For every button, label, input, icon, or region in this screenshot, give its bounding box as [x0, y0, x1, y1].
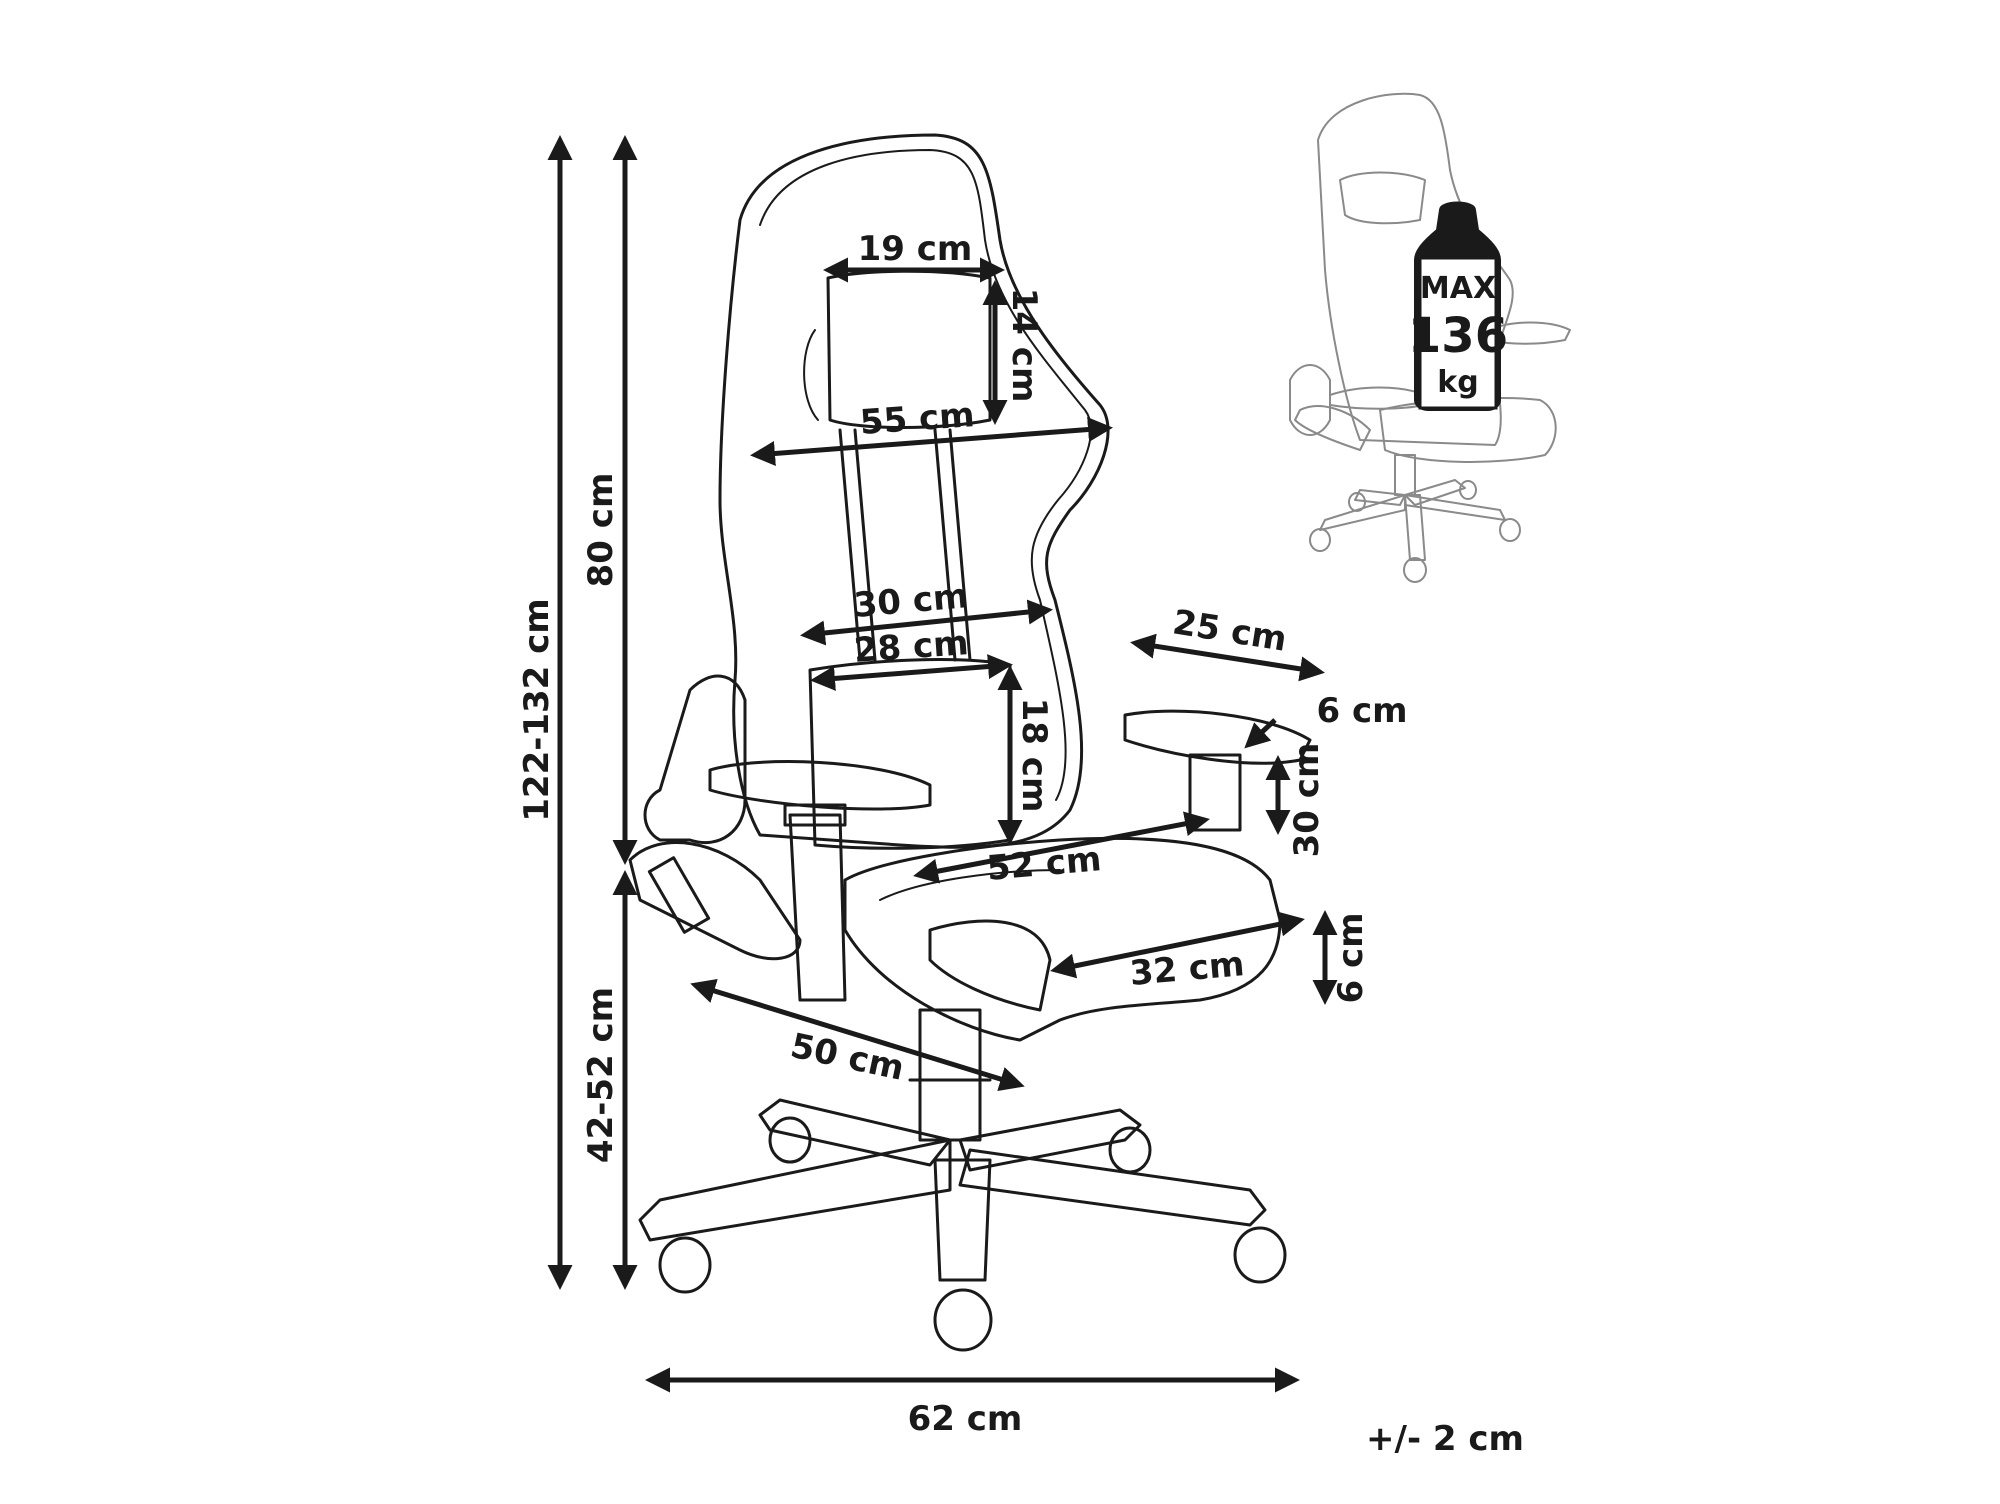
max-load-label: MAX — [1420, 271, 1496, 306]
total-height-label: 122-132 cm — [517, 598, 557, 821]
star-base — [638, 1098, 1287, 1352]
backrest-width-upper-label: 30 cm — [852, 576, 970, 626]
base-diagonal-label: 50 cm — [787, 1026, 908, 1089]
seat-height-label: 42-52 cm — [581, 987, 621, 1163]
backrest-top-width-label: 55 cm — [859, 395, 976, 443]
armrest-width-arrow — [1244, 718, 1277, 749]
pillow-height-label: 14 cm — [1004, 288, 1044, 403]
max-load-value: 136 — [1408, 308, 1508, 364]
dimension-labels: 122-132 cm 80 cm 42-52 cm 19 cm 14 cm 55… — [517, 229, 1524, 1459]
base-diagonal-arrow — [690, 978, 1025, 1092]
base-width-label: 62 cm — [908, 1399, 1023, 1439]
seat-thickness-label: 6 cm — [1331, 912, 1371, 1003]
tolerance-label: +/- 2 cm — [1366, 1419, 1524, 1459]
lumbar-height-label: 18 cm — [1014, 698, 1054, 813]
lumbar-width-arrow — [810, 654, 1013, 691]
recline-mechanism — [643, 674, 747, 845]
right-armrest — [1123, 709, 1312, 765]
dimension-arrows — [547, 135, 1338, 1393]
backrest-height-label: 80 cm — [581, 473, 621, 588]
max-load-unit: kg — [1437, 365, 1478, 400]
weight-icon: MAX 136 kg — [1408, 201, 1508, 411]
chair-illustration — [628, 133, 1312, 1352]
backrest-top-width-arrow — [750, 417, 1113, 466]
backrest-outline — [718, 133, 1110, 849]
seat-width-label: 32 cm — [1128, 944, 1246, 994]
seat-depth-arrow — [913, 811, 1210, 884]
gas-cylinder — [918, 1008, 982, 1142]
armrest-height-label: 30 cm — [1287, 743, 1327, 858]
seat-width-arrow — [1050, 911, 1305, 979]
armrest-width-label: 6 cm — [1316, 691, 1407, 731]
left-armrest — [708, 760, 932, 811]
armrest-length-arrow — [1130, 633, 1325, 682]
pillow-width-label: 19 cm — [858, 229, 973, 269]
lumbar-width-label: 28 cm — [853, 623, 970, 671]
seat-depth-label: 52 cm — [985, 839, 1103, 889]
backrest-width-upper-arrow — [800, 599, 1053, 646]
